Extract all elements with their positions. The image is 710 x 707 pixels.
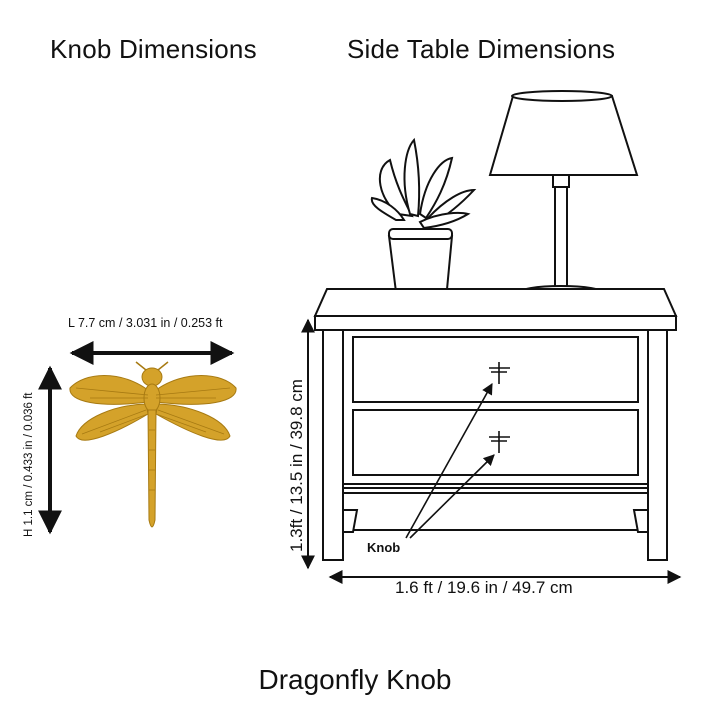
side-table-drawing [313, 288, 678, 561]
plant-drawing [370, 137, 477, 301]
table-height-label: 1.3ft / 13.5 in / 39.8 cm [287, 379, 306, 552]
knob-dimensions-heading: Knob Dimensions [50, 34, 257, 64]
drawer-knob-icon [489, 431, 510, 453]
dragonfly-wing-veins [75, 387, 231, 491]
knob-length-label: L 7.7 cm / 3.031 in / 0.253 ft [68, 316, 223, 330]
knob-callout-label: Knob [367, 540, 401, 555]
dragonfly-knob-image [69, 361, 237, 528]
drawer-knob-icon [489, 362, 510, 384]
table-dimensions-heading: Side Table Dimensions [347, 34, 616, 64]
knob-callout-arrow [405, 383, 493, 539]
lamp-drawing [488, 90, 639, 301]
table-width-label: 1.6 ft / 19.6 in / 49.7 cm [395, 578, 573, 597]
knob-callout-arrow [409, 454, 495, 539]
product-title: Dragonfly Knob [258, 664, 452, 695]
knob-height-label: H 1.1 cm / 0.433 in / 0.036 ft [23, 392, 35, 537]
